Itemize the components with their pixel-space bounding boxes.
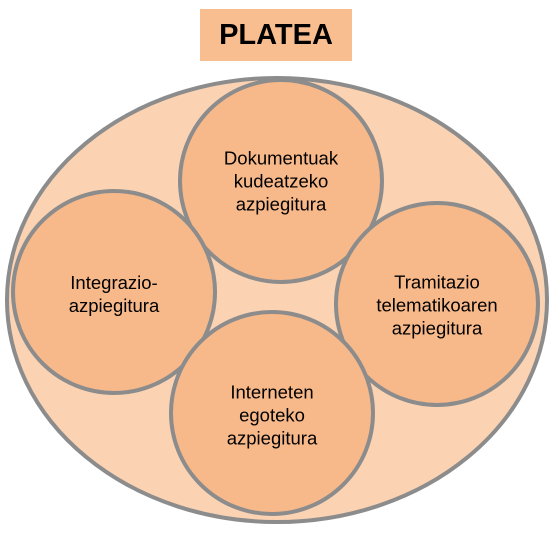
label-integrazio: Integrazio- azpiegitura xyxy=(29,271,199,317)
label-dokumentuak: Dokumentuak kudeatzeko azpiegitura xyxy=(196,147,366,216)
circle-interneten xyxy=(169,310,375,516)
label-line: azpiegitura xyxy=(226,427,318,449)
circle-integrazio xyxy=(11,189,217,395)
label-line: Tramitazio xyxy=(394,271,480,293)
platea-outer-ellipse xyxy=(5,76,549,524)
label-tramitazio: Tramitazio telematikoaren azpiegitura xyxy=(352,271,522,340)
label-line: egoteko xyxy=(239,404,305,426)
label-line: azpiegitura xyxy=(235,193,327,215)
label-line: Dokumentuak xyxy=(223,147,339,169)
label-line: Interneten xyxy=(230,381,314,403)
platea-title: PLATEA xyxy=(200,9,352,61)
label-line: azpiegitura xyxy=(68,295,160,316)
circle-tramitazio xyxy=(334,201,540,407)
label-line: telematikoaren xyxy=(376,294,498,316)
label-line: kudeatzeko xyxy=(233,170,329,192)
circle-dokumentuak xyxy=(178,78,384,284)
label-line: azpiegitura xyxy=(391,317,483,339)
label-line: Integrazio- xyxy=(70,272,158,293)
label-interneten: Interneten egoteko azpiegitura xyxy=(187,381,357,450)
